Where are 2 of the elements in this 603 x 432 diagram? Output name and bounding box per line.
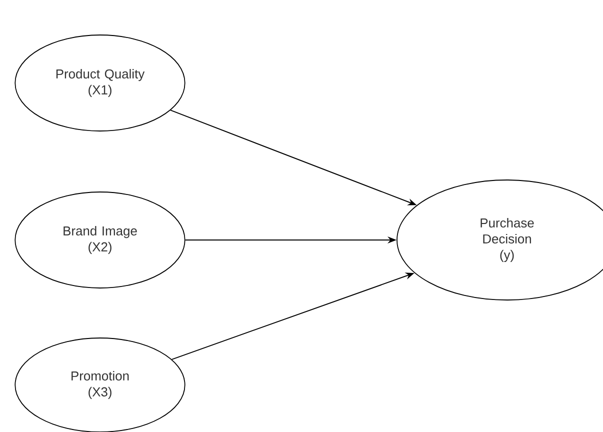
ellipse-node: Product Quality (X1) bbox=[14, 34, 186, 132]
ellipse-node: Brand Image (X2) bbox=[14, 192, 186, 288]
